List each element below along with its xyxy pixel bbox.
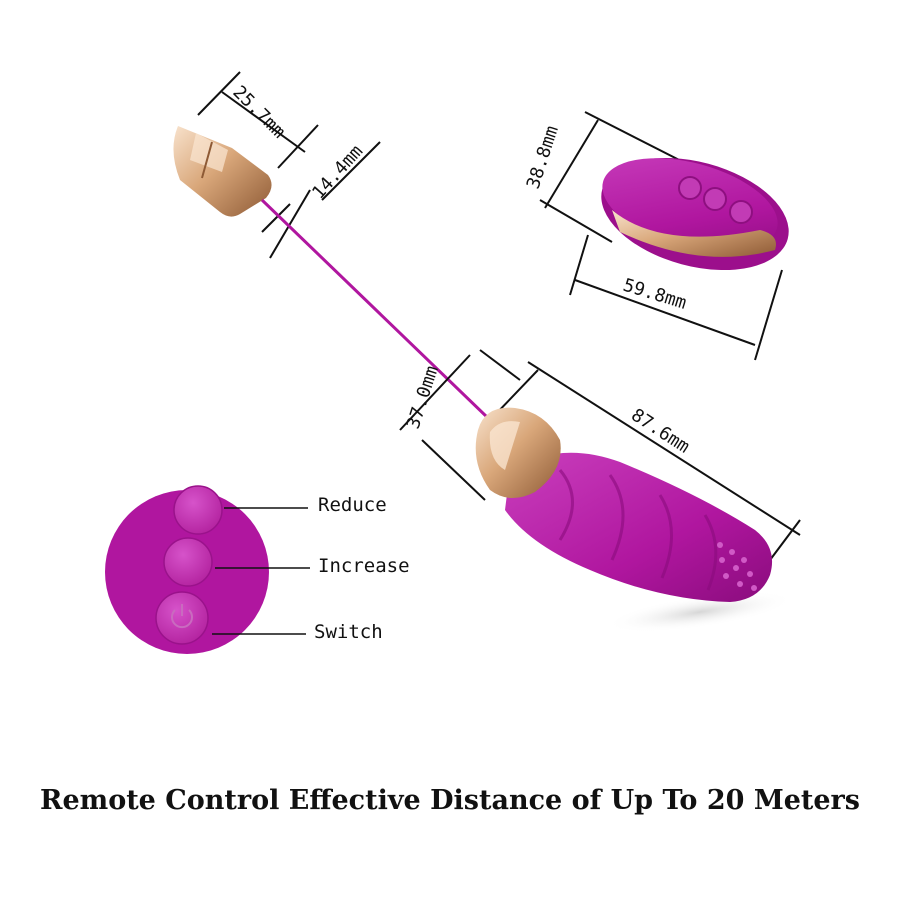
reduce-button xyxy=(173,485,223,535)
remote-button-icon xyxy=(678,176,702,200)
increase-button xyxy=(163,537,213,587)
increase-label: Increase xyxy=(318,555,410,577)
remote-button-icon xyxy=(703,187,727,211)
power-icon xyxy=(171,604,193,629)
antenna-cap xyxy=(173,126,272,217)
cap-length-label: 25.7mm xyxy=(228,82,289,143)
switch-button xyxy=(155,591,209,645)
remote-height-label: 38.8mm xyxy=(523,123,563,191)
cap-dimension-lines xyxy=(197,71,381,259)
remote-button-icon xyxy=(729,200,753,224)
remote-control xyxy=(601,157,789,271)
caption: Remote Control Effective Distance of Up … xyxy=(40,785,860,816)
switch-label: Switch xyxy=(314,621,383,643)
egg-shadow xyxy=(605,591,795,633)
egg-vibrator xyxy=(475,407,773,602)
cap-diameter-label: 14.4mm xyxy=(308,141,367,203)
antenna-wire xyxy=(260,198,490,420)
button-callout-lines xyxy=(212,507,310,635)
button-closeup xyxy=(105,485,269,654)
reduce-label: Reduce xyxy=(318,494,387,516)
egg-diameter-label: 37.0mm xyxy=(403,363,443,431)
